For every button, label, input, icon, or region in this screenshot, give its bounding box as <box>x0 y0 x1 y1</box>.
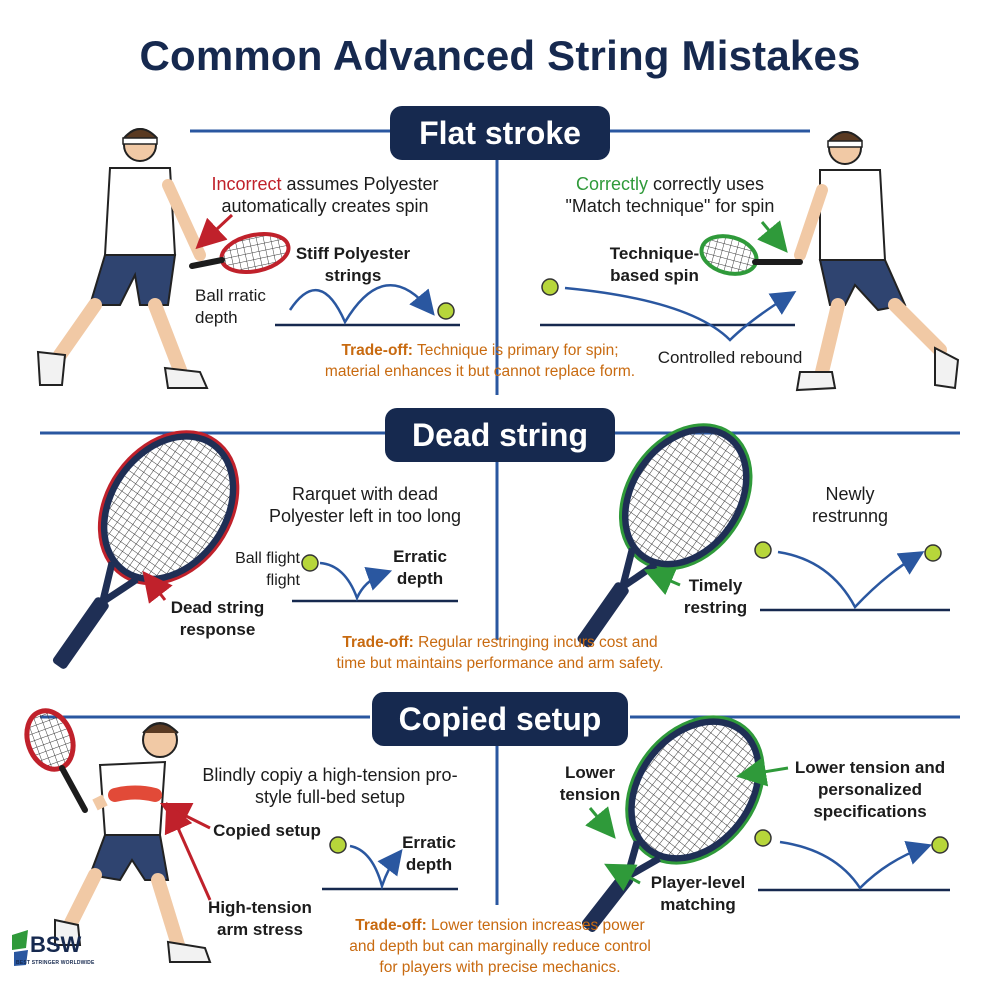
tradeoff-text-1: Lower tension increases power <box>426 917 645 934</box>
correct-caption: Correctly correctly uses "Match techniqu… <box>545 173 795 217</box>
trajectory-dead <box>292 554 458 603</box>
controlled-rebound-label: Controlled rebound <box>657 348 803 367</box>
lower-tension-label: Lower tension <box>559 763 621 804</box>
arrow-timely-restring <box>643 567 681 596</box>
bsw-logo-text: BSW <box>30 932 82 957</box>
section-heading-flat-stroke: Flat stroke <box>390 106 610 160</box>
stiff-polyester-label: Stiff Polyester strings <box>295 244 411 285</box>
bsw-logo-subtext: BEST STRINGER WORLDWIDE <box>16 960 95 966</box>
arrow-incorrect <box>195 213 234 250</box>
arrow-arm-stress <box>164 801 212 901</box>
dead-racket-caption: Rarquet with dead Polyester left in too … <box>268 484 462 526</box>
racket-red-flat <box>189 232 291 274</box>
dead-string-response-label: Dead string response <box>170 598 265 639</box>
incorrect-caption: Incorrect assumes Polyester automaticall… <box>175 173 475 217</box>
bsw-logo-mark <box>12 930 28 966</box>
trajectory-restrung <box>754 541 950 612</box>
trajectory-left-flat <box>275 284 460 327</box>
tradeoff-text-1: Regular restringing incurs cost and <box>413 634 658 651</box>
arm-stress-label: High-tension arm stress <box>208 898 312 939</box>
player-level-matching-label: Player-level matching <box>650 873 746 914</box>
ball-rratic-depth-label: Ball rratic depth <box>195 286 266 327</box>
racket-green-restrung <box>577 423 753 648</box>
correct-line2: "Match technique" for spin <box>565 196 775 216</box>
trajectory-copied <box>322 836 458 891</box>
tradeoff-text-2: material enhances it but cannot replace … <box>324 363 636 380</box>
trajectory-lower-tension <box>754 829 950 892</box>
tradeoff-text-2: and depth but can marginally reduce cont… <box>349 938 651 955</box>
copied-setup-caption: Blindly copiy a high-tension pro-style f… <box>202 765 458 807</box>
arrow-player-matching <box>604 863 641 892</box>
section-heading-dead-string: Dead string <box>385 408 615 462</box>
arrow-dead-response <box>142 570 173 604</box>
incorrect-rest: assumes Polyester <box>281 174 439 194</box>
page-title: Common Advanced String Mistakes <box>139 32 861 79</box>
player-left-flat <box>36 128 209 389</box>
incorrect-word: Incorrect <box>211 174 282 194</box>
technique-based-spin-label: Technique-based spin <box>609 244 700 285</box>
racket-red-dead <box>52 430 240 669</box>
tradeoff-flat-stroke: Trade-off: Technique is primary for spin… <box>300 340 660 382</box>
tradeoff-text-2: time but maintains performance and arm s… <box>336 655 664 672</box>
erratic-depth-label-copied: Erratic depth <box>402 833 456 874</box>
racket-green-flat <box>699 234 803 276</box>
tradeoff-text-1: Technique is primary for spin; <box>412 342 619 359</box>
player-right-flat <box>794 131 960 392</box>
trajectory-right-flat <box>540 278 797 342</box>
section-dividers <box>40 129 960 905</box>
timely-restring-label: Timely restring <box>683 576 748 617</box>
tradeoff-label: Trade-off: <box>342 634 414 651</box>
arrow-lower-tension <box>585 806 616 839</box>
personalized-specs-label: Lower tension and personalized specifica… <box>794 758 946 821</box>
tradeoff-label: Trade-off: <box>355 917 427 934</box>
incorrect-line2: automatically creates spin <box>221 196 429 216</box>
tradeoff-copied-setup: Trade-off: Lower tension increases power… <box>305 915 695 978</box>
erratic-depth-label-dead: Erratic depth <box>393 547 447 588</box>
ball-flight-label: Ball flight flight <box>235 550 300 589</box>
correct-rest: correctly uses <box>647 174 765 194</box>
correct-word: Correctly <box>575 174 648 194</box>
copied-setup-label: Copied setup <box>213 821 321 840</box>
arrow-personalized <box>736 756 789 787</box>
section-heading-copied-setup: Copied setup <box>372 692 628 746</box>
tradeoff-dead-string: Trade-off: Regular restringing incurs co… <box>300 632 700 674</box>
player-left-copied <box>24 708 212 963</box>
tradeoff-text-3: for players with precise mechanics. <box>379 959 621 976</box>
arrow-correct <box>757 220 788 253</box>
tradeoff-label: Trade-off: <box>341 342 413 359</box>
newly-restrung-label: Newly restrunng <box>811 484 889 526</box>
